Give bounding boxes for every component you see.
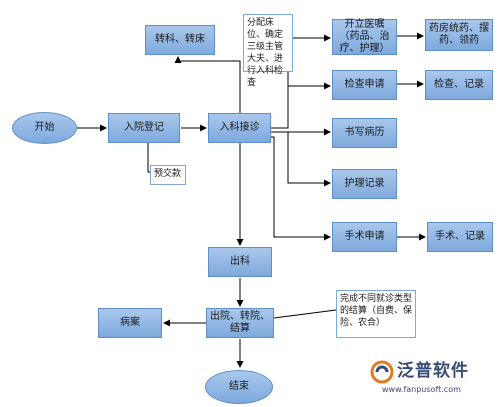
prepay-note: 预交款 bbox=[150, 165, 186, 185]
discharge-dept-node: 出科 bbox=[208, 247, 272, 277]
watermark-url: www.fanpusoft.com bbox=[382, 385, 461, 394]
start-node: 开始 bbox=[12, 112, 77, 144]
exam-request-node: 检查申请 bbox=[332, 70, 397, 100]
medical-record-node: 病案 bbox=[98, 308, 162, 338]
line-registration-to-prepay bbox=[147, 143, 150, 173]
fanpu-logo-icon bbox=[370, 360, 394, 384]
arrow-treatment-to-transfer bbox=[174, 56, 241, 114]
arrow-to-surgery-request bbox=[271, 136, 331, 241]
settle-types-note: 完成不同就诊类型的结算（自费、保险、农合） bbox=[336, 290, 416, 338]
nursing-record-node: 护理记录 bbox=[332, 169, 397, 199]
write-record-node: 书写病历 bbox=[332, 118, 397, 148]
pharmacy-node: 药房统药、摆药、领药 bbox=[425, 19, 493, 51]
line-treatment-bus bbox=[271, 72, 289, 129]
admission-treatment-node: 入科接诊 bbox=[208, 113, 271, 143]
discharge-settle-node: 出院、转院、结算 bbox=[206, 308, 274, 338]
line-settle-to-note bbox=[273, 309, 337, 319]
exam-record-node: 检查、记录 bbox=[425, 70, 493, 100]
surgery-record-node: 手术、记录 bbox=[427, 222, 493, 252]
watermark-brand: 泛普软件 bbox=[397, 361, 469, 381]
arrow-to-nursing-record bbox=[287, 132, 331, 187]
end-node: 结束 bbox=[205, 370, 273, 404]
surgery-request-node: 手术申请 bbox=[332, 222, 397, 252]
admission-registration-node: 入院登记 bbox=[108, 113, 180, 143]
bed-assign-note: 分配床位、确定三级主管大夫、进行入科检查 bbox=[243, 14, 293, 88]
prescribe-orders-node: 开立医嘱（药品、治疗、护理） bbox=[332, 19, 397, 55]
transfer-node: 转科、转床 bbox=[145, 25, 215, 55]
